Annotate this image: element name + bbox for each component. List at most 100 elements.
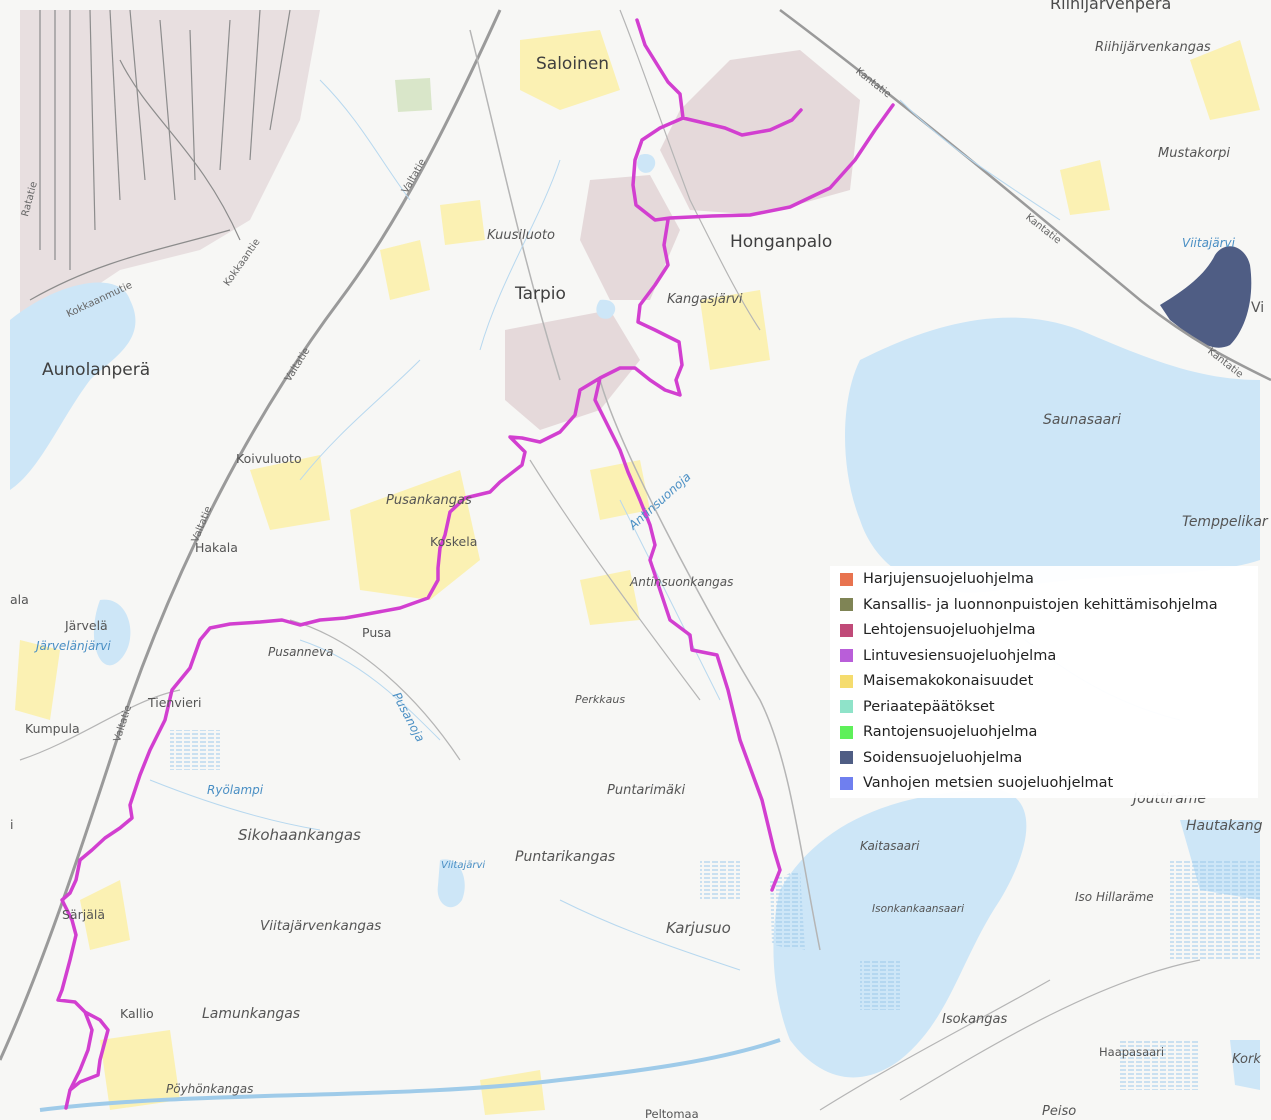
legend-swatch [840, 598, 853, 611]
landscape-area [590, 460, 650, 520]
urban-area [20, 10, 320, 330]
place-label-mustakorpi: Mustakorpi [1158, 146, 1230, 161]
place-label-kork: Kork [1232, 1052, 1261, 1067]
place-label-aunolanpera: Aunolanperä [42, 360, 151, 380]
legend-label: Lintuvesiensuojeluohjelma [863, 647, 1057, 664]
place-label-i: i [10, 817, 14, 832]
place-label-iso-hillarame: Iso Hillaräme [1075, 890, 1154, 904]
place-label-viitajarvenkangas: Viitajärvenkangas [260, 918, 382, 934]
road-minor [819, 979, 1051, 1111]
legend-swatch [840, 751, 853, 764]
legend-item[interactable]: Harjujensuojeluohjelma [840, 568, 1034, 590]
legend-label: Vanhojen metsien suojeluohjelmat [863, 775, 1114, 791]
place-label-vi: Vi [1251, 300, 1265, 316]
place-label-saunasaari: Saunasaari [1043, 412, 1121, 428]
road-kantatie [779, 9, 1271, 382]
place-label-tienvieri: Tienvieri [148, 695, 202, 710]
water-label-viitajarvi-ne: Viitajärvi [1182, 236, 1235, 250]
place-label-honganpalo: Honganpalo [730, 232, 833, 252]
marsh [770, 870, 805, 950]
road-minor [529, 459, 701, 701]
place-label-koskela: Koskela [430, 534, 478, 549]
water-bodies [10, 153, 1260, 1112]
legend-swatch [840, 776, 853, 790]
place-label-lamunkangas: Lamunkangas [202, 1006, 301, 1022]
landscape-area [580, 570, 640, 625]
place-label-sikohaankangas: Sikohaankangas [238, 826, 361, 844]
landscape-area [15, 640, 60, 720]
place-label-pyhonkangas: Pöyhönkangas [166, 1082, 254, 1096]
legend-item[interactable]: Periaatepäätökset [840, 696, 995, 718]
place-label-isonkankaansaari: Isonkankaansaari [872, 903, 964, 915]
place-label-ala: ala [10, 592, 29, 607]
roads [0, 9, 1271, 1111]
legend-swatch [840, 649, 853, 662]
place-label-kangasjarvi: Kangasjärvi [667, 292, 743, 307]
place-label-temppelikari: Temppelikar [1182, 514, 1268, 530]
road-minor [289, 619, 461, 761]
lake-saunasaari [845, 317, 1260, 593]
place-label-saloinen: Saloinen [536, 54, 610, 74]
place-label-tarpio: Tarpio [515, 284, 566, 304]
protected-bog-area[interactable] [1160, 246, 1252, 348]
road-minor [619, 9, 761, 331]
road-minor [469, 29, 561, 381]
legend-label: Kansallis- ja luonnonpuistojen kehittämi… [863, 596, 1218, 613]
lake-jarvela [93, 599, 131, 666]
legend-swatch [840, 674, 853, 688]
place-label-peltomaa: Peltomaa [645, 1107, 699, 1120]
legend-item[interactable]: Lehtojensuojeluohjelma [840, 619, 1035, 641]
place-label-kallio: Kallio [120, 1006, 154, 1021]
place-label-peiso: Peiso [1042, 1104, 1077, 1119]
legend-item[interactable]: Lintuvesiensuojeluohjelma [840, 645, 1056, 667]
water-label-ryolampi: Ryölampi [207, 783, 264, 797]
place-label-riihijarvenpera: Riihijärvenperä [1050, 0, 1172, 13]
landscape-area [80, 880, 130, 950]
legend-item[interactable]: Soidensuojeluohjelma [840, 747, 1022, 769]
marsh [700, 860, 740, 900]
urban-area [580, 175, 680, 300]
landscape-area [1060, 160, 1110, 215]
place-label-sarjala: Särjälä [62, 907, 105, 922]
marsh [1120, 1040, 1200, 1090]
marsh [860, 960, 900, 1010]
landscape-area [380, 240, 430, 300]
river-south [39, 1038, 781, 1112]
place-label-antinsuonkangas: Antinsuonkangas [630, 575, 734, 589]
place-label-koivuluoto: Koivuluoto [236, 451, 302, 466]
place-label-pusanneva: Pusanneva [268, 645, 334, 659]
landscape-area [350, 470, 480, 600]
legend-label: Rantojensuojeluohjelma [863, 724, 1038, 740]
lake-kangasjarvi [596, 299, 616, 319]
railway-yard [29, 9, 291, 301]
lake-kaitasaari [773, 790, 1027, 1078]
route-line[interactable] [56, 18, 895, 1110]
landscape-areas [15, 30, 1260, 1115]
place-label-kaitasaari: Kaitasaari [860, 839, 920, 853]
place-label-karjusuo: Karjusuo [666, 919, 731, 937]
place-label-puntarimaki: Puntarimäki [607, 783, 686, 798]
legend-swatch [840, 623, 853, 637]
lake-small [637, 153, 656, 173]
landscape-area [250, 455, 330, 530]
legend-item[interactable]: Kansallis- ja luonnonpuistojen kehittämi… [840, 594, 1218, 616]
legend-label: Periaatepäätökset [863, 698, 995, 715]
lake-viitajarvi-s [437, 859, 465, 908]
legend-item[interactable]: Maisemakokonaisuudet [840, 670, 1033, 692]
marsh [1170, 860, 1260, 960]
road-minor [19, 689, 181, 761]
place-label-pusankangas: Pusankangas [386, 493, 472, 508]
legend-swatch [840, 725, 853, 739]
urban-area [395, 78, 432, 112]
place-label-isokangas: Isokangas [942, 1012, 1008, 1027]
place-label-riihijarvenkangas: Riihijärvenkangas [1095, 40, 1211, 55]
legend-item[interactable]: Vanhojen metsien suojeluohjelmat [840, 772, 1113, 794]
legend-item[interactable]: Rantojensuojeluohjelma [840, 721, 1037, 743]
place-label-puntarikangas: Puntarikangas [515, 849, 616, 865]
landscape-area [700, 290, 770, 370]
road-valtatie [0, 9, 502, 1061]
water-label-viitajarvi-s: Viitajärvi [441, 860, 486, 871]
